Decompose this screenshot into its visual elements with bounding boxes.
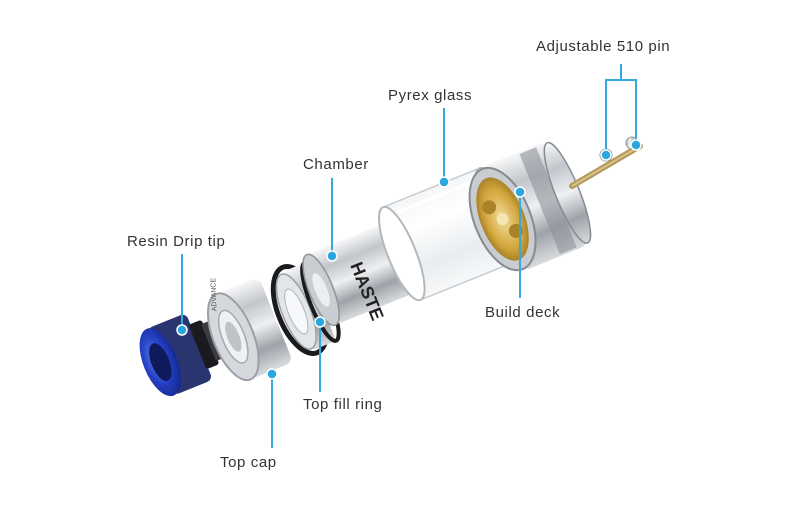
label-build-deck: Build deck	[485, 304, 561, 321]
dot-pyrex-glass	[438, 176, 450, 188]
dot-top-cap	[266, 368, 278, 380]
dot-adjustable-pin-right	[630, 139, 642, 151]
leader-lines	[181, 64, 637, 448]
callout-dots	[176, 139, 642, 380]
cap-engraving: ADVANCE	[210, 277, 218, 311]
top-cap-part: ADVANCE	[206, 277, 291, 382]
label-top-cap: Top cap	[220, 454, 277, 471]
label-adjustable-pin: Adjustable 510 pin	[536, 38, 671, 55]
label-resin-drip-tip: Resin Drip tip	[127, 233, 226, 250]
label-chamber: Chamber	[303, 156, 369, 173]
dot-adjustable-pin-left	[600, 149, 612, 161]
dot-chamber	[326, 250, 338, 262]
label-pyrex-glass: Pyrex glass	[388, 87, 473, 104]
dot-resin-drip-tip	[176, 324, 188, 336]
dot-build-deck	[514, 186, 526, 198]
dot-top-fill-ring	[314, 316, 326, 328]
label-top-fill-ring: Top fill ring	[303, 396, 383, 413]
